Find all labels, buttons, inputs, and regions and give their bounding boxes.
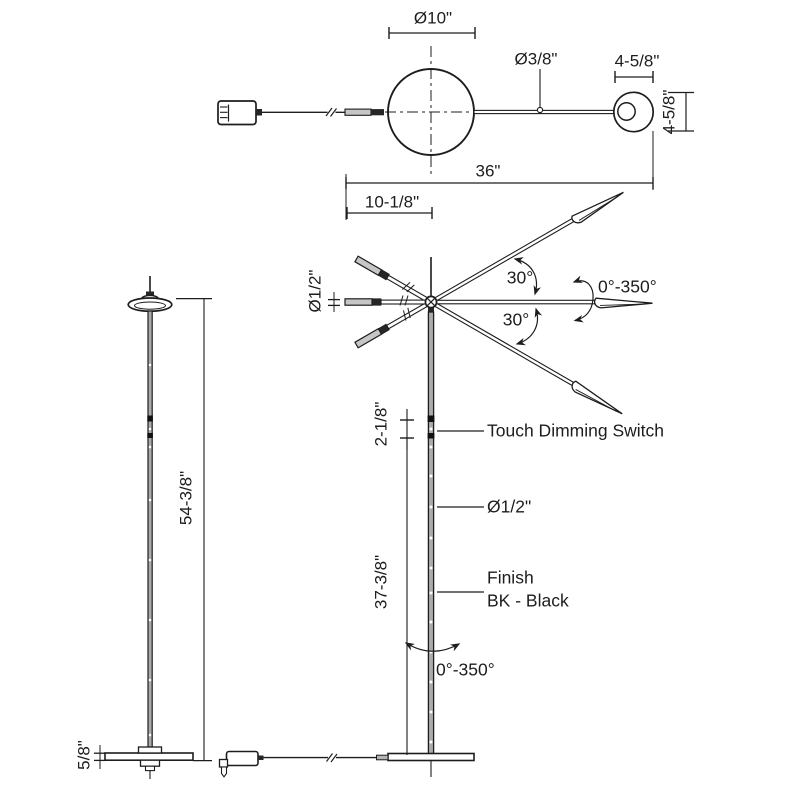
top-view: Ø10" Ø3/8" 4-5/8" 4-5/8" 36" (217, 8, 694, 220)
annotation-finish: Finish BK - Black (437, 568, 569, 611)
side-switch-band-lower (147, 433, 153, 438)
base-hub-upper (137, 746, 163, 754)
dim-arm-diameter-label: Ø1/2" (305, 270, 324, 313)
touch-switch-label: Touch Dimming Switch (487, 421, 664, 441)
power-plug-front-view (218, 750, 264, 778)
pole-joint-dots (429, 427, 433, 744)
angle-tilt-up-label: 30° (507, 268, 533, 288)
angle-tilt-down: 30° (503, 307, 543, 346)
cord-front-view (263, 751, 377, 764)
cord-top-view (262, 106, 345, 118)
lamp-head-inner (617, 102, 636, 121)
dim-base-height-label: 5/8" (74, 740, 93, 770)
arm-horizontal (344, 294, 654, 309)
front-view: Ø1/2" 30° 30° 0°-350° 2-1/8" 37-3/8" (218, 184, 664, 778)
dim-overall-length-label: 36" (476, 161, 501, 180)
angle-tilt-up: 30° (507, 257, 541, 296)
base-front (387, 752, 475, 762)
pole-rotation: 0°-350° (404, 642, 495, 680)
arm-rod-top (473, 109, 616, 115)
dim-lower-segment-label: 37-3/8" (371, 555, 390, 609)
base-side (104, 752, 194, 761)
dim-switch-segment-label: 2-1/8" (371, 402, 390, 447)
finish-label-line2: BK - Black (487, 591, 569, 611)
dim-head-height: 4-5/8" (659, 90, 694, 135)
dim-overall-height: 54-3/8" (176, 297, 212, 762)
dim-overall-length: 36" (345, 131, 654, 220)
dim-switch-segment: 2-1/8" (371, 402, 414, 449)
power-plug-top-view (217, 100, 262, 126)
dim-head-width-label: 4-5/8" (615, 51, 660, 70)
side-view: 5/8" 54-3/8" (74, 276, 212, 779)
side-switch-band-upper (147, 415, 153, 422)
pole-diameter-label: Ø1/2" (487, 497, 531, 517)
pole-side (147, 310, 153, 755)
dim-lower-segment: 37-3/8" (371, 438, 408, 755)
dim-base-height: 5/8" (74, 740, 106, 770)
side-shade-disc-inner (134, 301, 166, 310)
counterweight-cap-top (344, 108, 372, 116)
pole-front (427, 311, 435, 755)
annotation-pole-diameter: Ø1/2" (437, 497, 531, 517)
hub-collar (428, 307, 434, 313)
head-rotation: 0°-350° (572, 275, 657, 323)
angle-tilt-down-label: 30° (503, 310, 529, 330)
base-thumbscrew[interactable] (144, 765, 156, 772)
base-hub-lower (139, 759, 161, 767)
touch-switch-band-lower[interactable] (427, 433, 435, 439)
dim-arm-diameter: Ø1/2" (305, 270, 340, 313)
dim-head-height-label: 4-5/8" (659, 90, 678, 135)
finish-label-line1: Finish (487, 568, 534, 588)
dim-shade-diameter-label: Ø10" (414, 8, 452, 27)
arm-tilted-down (352, 252, 627, 419)
side-hub-nub (146, 291, 154, 297)
dim-back-length-label: 10-1/8" (365, 192, 419, 211)
dim-shade-diameter: Ø10" (388, 8, 476, 39)
head-rotation-label: 0°-350° (598, 277, 657, 297)
dim-overall-height-label: 54-3/8" (176, 471, 195, 525)
touch-switch-band-upper[interactable] (427, 415, 435, 423)
dim-head-width: 4-5/8" (614, 51, 660, 83)
dim-rod-diameter: Ø3/8" (515, 49, 558, 114)
annotation-touch-switch: Touch Dimming Switch (437, 421, 664, 441)
dim-rod-diameter-label: Ø3/8" (515, 49, 558, 68)
cord-inlet-block (376, 754, 389, 761)
pole-rotation-label: 0°-350° (436, 660, 495, 680)
hub-cross (426, 297, 436, 307)
counterweight-band-top (371, 109, 384, 116)
side-pole-joint-dots (148, 363, 152, 737)
dim-back-length: 10-1/8" (346, 192, 433, 219)
